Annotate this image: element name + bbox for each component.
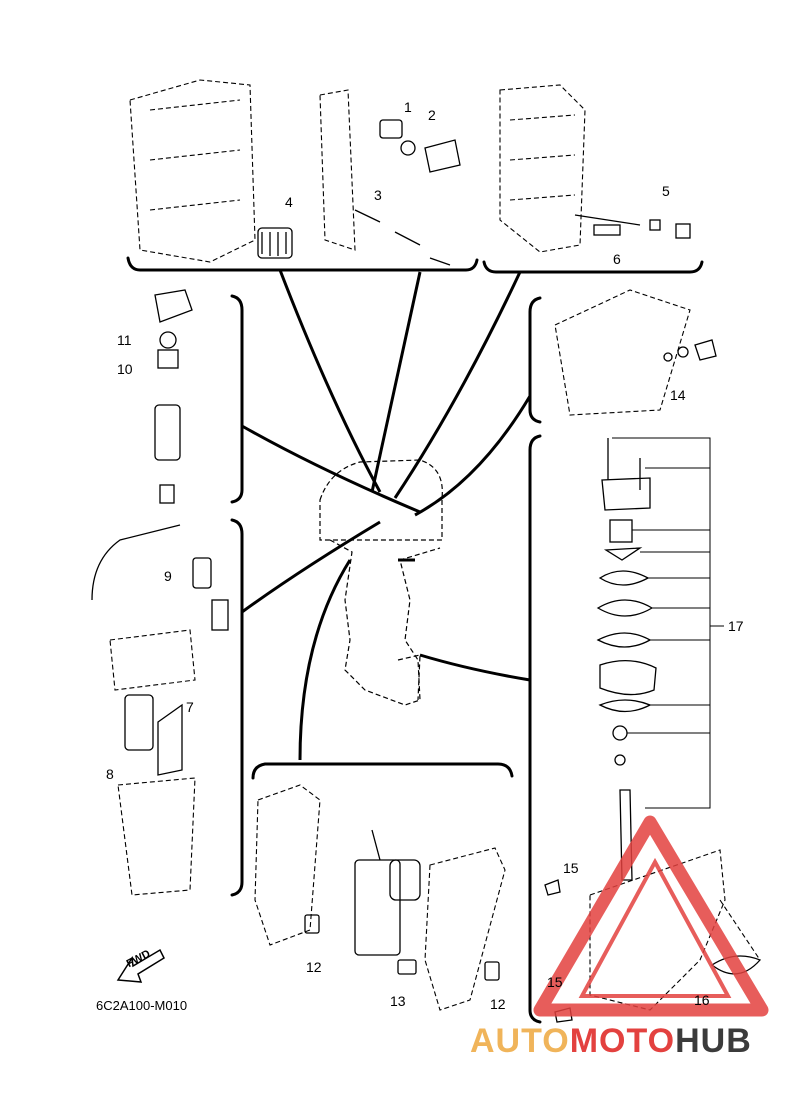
watermark-moto: MOTO: [569, 1022, 676, 1060]
leader-lines: [241, 269, 532, 761]
callout-13: 13: [390, 993, 406, 1009]
callout-17: 17: [728, 618, 744, 634]
callout-1: 1: [404, 99, 412, 115]
fwd-arrow-outline: [116, 948, 165, 983]
watermark-auto: AUTO: [470, 1022, 570, 1060]
callout-6: 6: [613, 251, 621, 267]
oil-filter: [257, 227, 293, 259]
figure-code: 6C2A100-M010: [96, 998, 188, 1013]
engine-block-right: [499, 84, 586, 253]
water-parts: [663, 339, 717, 362]
section-brackets: [126, 256, 704, 1024]
callout-15-lower: 15: [547, 974, 563, 990]
callout-8: 8: [106, 766, 114, 782]
callout-12-right: 12: [490, 996, 506, 1012]
engine-block-left: [129, 79, 256, 263]
fuel-filter-assembly: [154, 289, 193, 504]
cylinder-head-cover: [319, 89, 356, 251]
watermark-hub: HUB: [675, 1022, 752, 1060]
callout-10: 10: [117, 361, 133, 377]
exhaust-guide: [554, 289, 691, 416]
callout-2: 2: [428, 107, 436, 123]
trim-tilt-unit: [304, 829, 500, 981]
watermark-logo: AUTOMOTOHUB: [470, 1022, 752, 1061]
clamp-brackets: [254, 784, 506, 1011]
thermostat-parts: [354, 119, 461, 266]
sensor-parts: [574, 214, 691, 239]
callout-17-bracket: [612, 437, 724, 809]
callout-4: 4: [285, 194, 293, 210]
fuel-pump-assembly: [91, 524, 229, 776]
callout-11: 11: [117, 332, 132, 348]
vapor-separator: [109, 629, 196, 896]
callout-5: 5: [662, 183, 670, 199]
callout-15-upper: 15: [563, 860, 579, 876]
outboard-motor-outline: [319, 459, 443, 706]
callout-3: 3: [374, 187, 382, 203]
watermark-triangle: [533, 815, 769, 1017]
callout-7: 7: [186, 699, 194, 715]
callout-14: 14: [670, 387, 686, 403]
callout-9: 9: [164, 568, 172, 584]
water-pump-kit: [596, 438, 657, 881]
callout-16: 16: [694, 992, 710, 1008]
callout-12-left: 12: [306, 959, 322, 975]
